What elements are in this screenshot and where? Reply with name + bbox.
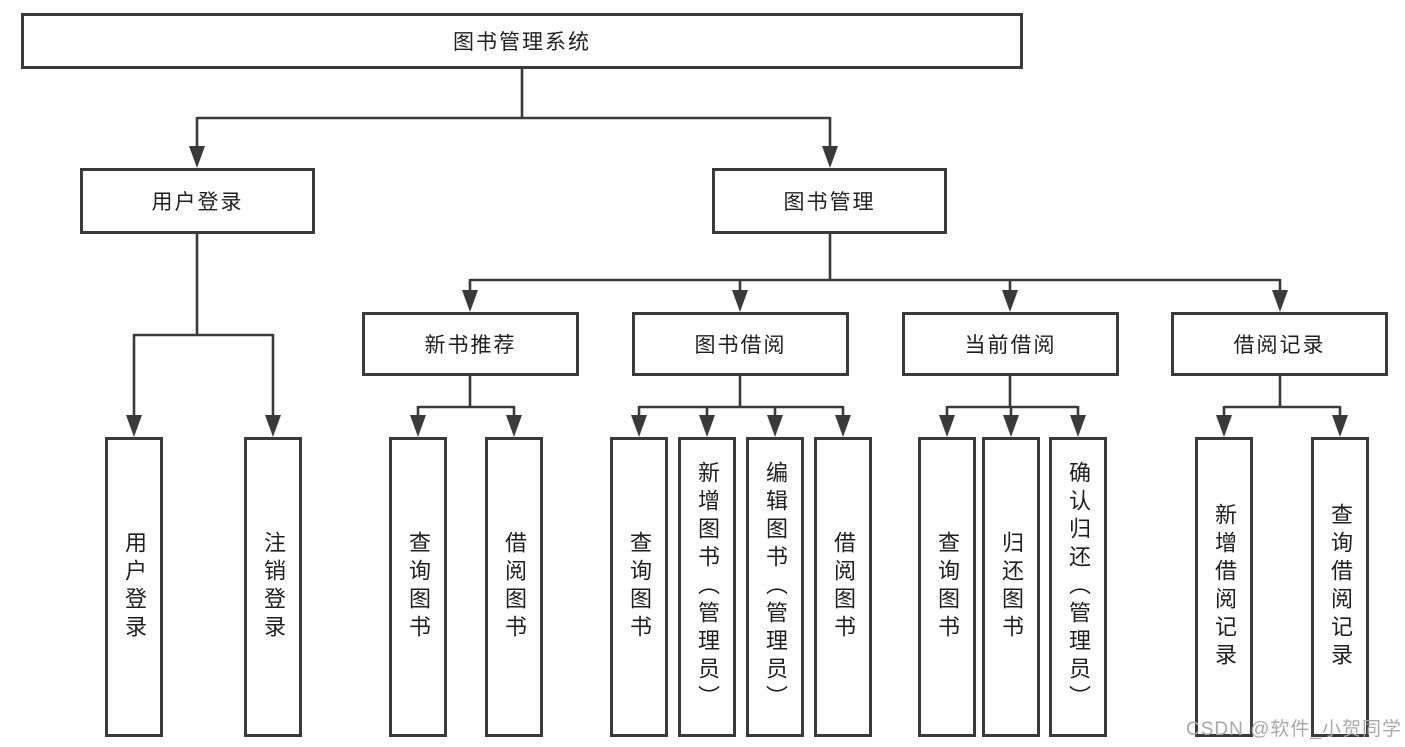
leaf-bb-edit-books-admin: 编辑图书（管理员） (746, 437, 804, 737)
node-book-borrow: 图书借阅 (632, 312, 849, 376)
node-user-login-label: 用户登录 (151, 191, 244, 214)
leaf-cb-confirm-return-admin: 确认归还（管理员） (1049, 437, 1107, 737)
node-book-management-label: 图书管理 (783, 191, 876, 214)
node-root-label: 图书管理系统 (453, 31, 591, 54)
leaf-bb-add-books-admin-label: 新增图书（管理员） (695, 461, 720, 713)
leaf-user-login-label: 用户登录 (122, 531, 147, 643)
leaf-logout-label: 注销登录 (261, 531, 286, 643)
node-borrow-records-label: 借阅记录 (1233, 334, 1326, 357)
node-new-book-recommend-label: 新书推荐 (424, 334, 517, 357)
leaf-bb-edit-books-admin-label: 编辑图书（管理员） (763, 461, 788, 713)
node-user-login: 用户登录 (80, 168, 315, 234)
node-borrow-records: 借阅记录 (1171, 312, 1388, 376)
leaf-cb-query-books: 查询图书 (918, 437, 976, 737)
leaf-user-login: 用户登录 (105, 437, 163, 737)
leaf-br-add-borrow-record: 新增借阅记录 (1195, 437, 1253, 737)
watermark-text: CSDN @软件_小贺同学 (1186, 719, 1402, 740)
leaf-bb-borrow-books-label: 借阅图书 (831, 531, 856, 643)
leaf-logout: 注销登录 (244, 437, 302, 737)
leaf-br-query-borrow-record: 查询借阅记录 (1311, 437, 1369, 737)
node-book-management: 图书管理 (712, 168, 947, 234)
leaf-nbr-borrow-books: 借阅图书 (485, 437, 543, 737)
leaf-br-query-borrow-record-label: 查询借阅记录 (1328, 503, 1353, 671)
node-book-borrow-label: 图书借阅 (694, 334, 787, 357)
node-current-borrow-label: 当前借阅 (964, 334, 1057, 357)
node-current-borrow: 当前借阅 (902, 312, 1119, 376)
leaf-br-add-borrow-record-label: 新增借阅记录 (1212, 503, 1237, 671)
node-new-book-recommend: 新书推荐 (362, 312, 579, 376)
leaf-nbr-query-books-label: 查询图书 (406, 531, 431, 643)
node-root: 图书管理系统 (21, 13, 1023, 69)
leaf-bb-query-books: 查询图书 (610, 437, 668, 737)
leaf-cb-query-books-label: 查询图书 (935, 531, 960, 643)
leaf-cb-return-books-label: 归还图书 (999, 531, 1024, 643)
leaf-cb-return-books: 归还图书 (982, 437, 1040, 737)
leaf-bb-borrow-books: 借阅图书 (814, 437, 872, 737)
leaf-bb-add-books-admin: 新增图书（管理员） (678, 437, 736, 737)
leaf-nbr-query-books: 查询图书 (389, 437, 447, 737)
leaf-cb-confirm-return-admin-label: 确认归还（管理员） (1066, 461, 1091, 713)
leaf-bb-query-books-label: 查询图书 (627, 531, 652, 643)
leaf-nbr-borrow-books-label: 借阅图书 (502, 531, 527, 643)
